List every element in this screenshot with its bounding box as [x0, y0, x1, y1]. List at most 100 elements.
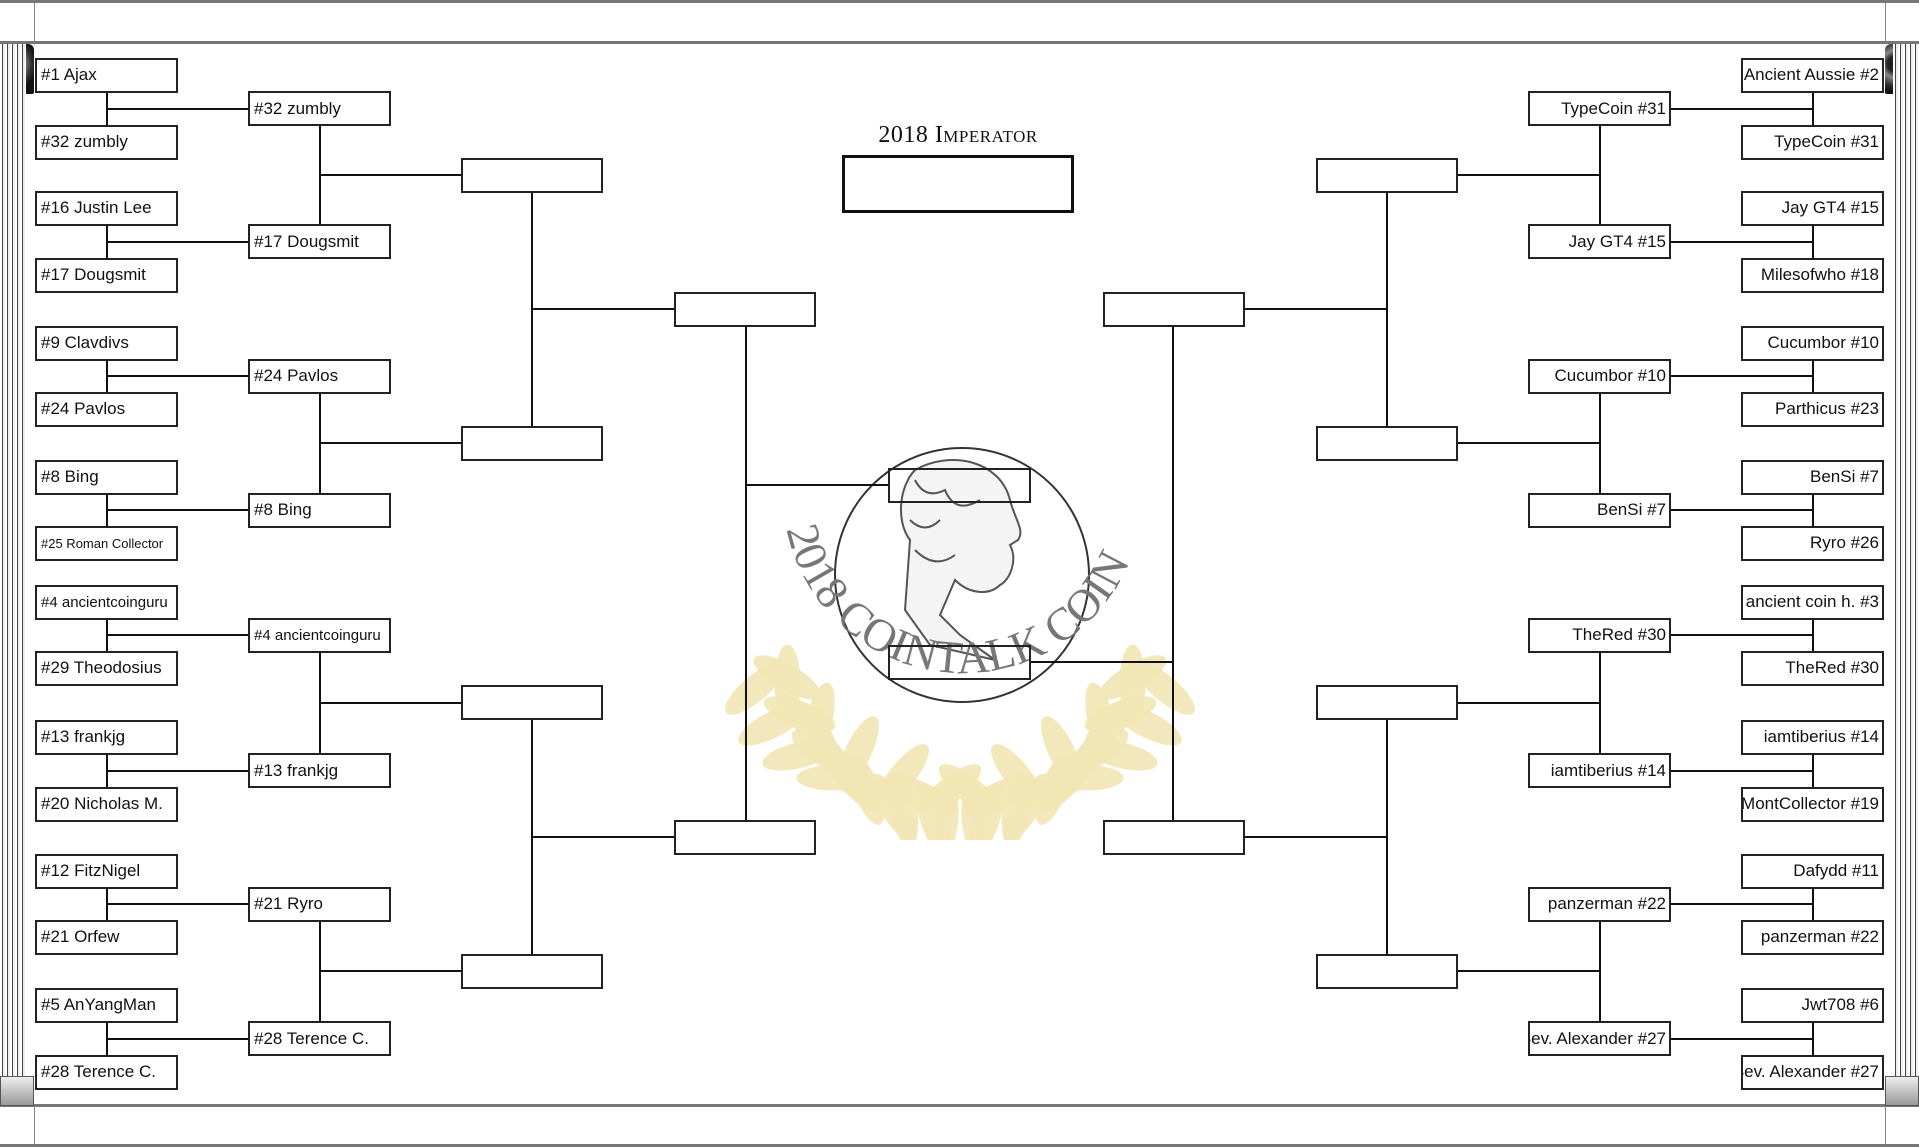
right-round3-slot[interactable] — [1316, 425, 1458, 461]
bracket-horizontal-connector — [107, 107, 248, 110]
right-round1-slot[interactable]: ancient coin h. #3 — [1741, 584, 1884, 620]
right-round2-slot[interactable]: TypeCoin #31 — [1528, 91, 1671, 126]
left-round1-slot[interactable]: #29 Theodosius — [35, 650, 178, 686]
left-round3-slot[interactable] — [461, 685, 603, 721]
right-round2-slot[interactable]: Cucumbor #10 — [1528, 358, 1671, 394]
right-round1-slot[interactable]: iamtiberius #14 — [1741, 719, 1884, 755]
left-column — [0, 44, 26, 1104]
right-round3-slot[interactable] — [1316, 685, 1458, 721]
right-round2-slot[interactable]: BenSi #7 — [1528, 492, 1671, 528]
left-round2-slot[interactable]: #4 ancientcoinguru — [248, 617, 391, 653]
left-round1-slot[interactable]: #16 Justin Lee — [35, 190, 178, 226]
bracket-vertical-connector — [1812, 888, 1814, 920]
right-round1-slot[interactable]: panzerman #22 — [1741, 919, 1884, 955]
right-round1-slot[interactable]: BenSi #7 — [1741, 459, 1884, 495]
right-column-base — [1885, 1076, 1919, 1106]
left-round2-slot[interactable]: #8 Bing — [248, 492, 391, 528]
left-semifinal-connector — [745, 326, 747, 820]
left-round2-slot[interactable]: #32 zumbly — [248, 91, 391, 126]
right-round2-slot[interactable]: TheRed #30 — [1528, 617, 1671, 653]
right-round1-slot[interactable]: Cucumbor #10 — [1741, 325, 1884, 361]
left-round2-slot[interactable]: #28 Terence C. — [248, 1021, 391, 1056]
laurel-leaf — [774, 644, 801, 721]
right-round1-slot[interactable]: TypeCoin #31 — [1741, 124, 1884, 160]
left-round1-slot[interactable]: #8 Bing — [35, 459, 178, 495]
left-round2-slot[interactable]: #24 Pavlos — [248, 358, 391, 394]
left-round1-slot[interactable]: #20 Nicholas M. — [35, 786, 178, 822]
bracket-horizontal-connector — [1671, 769, 1813, 772]
left-round1-slot[interactable]: #9 Clavdivs — [35, 325, 178, 361]
right-semifinal-connector — [1031, 661, 1173, 663]
right-round3-slot[interactable] — [1316, 157, 1458, 193]
right-semifinal-connector — [1172, 326, 1174, 820]
laurel-leaf — [963, 775, 1033, 816]
bracket-horizontal-connector — [1458, 970, 1600, 973]
left-round3-slot[interactable] — [461, 157, 603, 193]
left-round1-slot[interactable]: #12 FitzNigel — [35, 853, 178, 889]
left-round1-slot[interactable]: #1 Ajax — [35, 57, 178, 93]
laurel-leaf — [1113, 703, 1182, 746]
right-round1-slot[interactable]: Parthicus #23 — [1741, 391, 1884, 427]
left-round2-slot[interactable]: #13 frankjg — [248, 753, 391, 788]
bracket-horizontal-connector — [1671, 1037, 1813, 1040]
bracket-horizontal-connector — [1458, 174, 1600, 176]
bracket-vertical-connector — [1812, 754, 1814, 787]
right-round2-slot[interactable]: Sev. Alexander #27 — [1528, 1021, 1671, 1056]
left-round1-slot[interactable]: #13 frankjg — [35, 719, 178, 755]
right-round1-slot[interactable]: Sev. Alexander #27 — [1741, 1054, 1884, 1090]
bracket-horizontal-connector — [1671, 509, 1813, 511]
coin-outline — [834, 447, 1090, 703]
left-round3-slot[interactable] — [461, 425, 603, 461]
laurel-leaf — [1134, 662, 1196, 715]
left-round1-slot[interactable]: #21 Orfew — [35, 919, 178, 955]
bottom-base — [0, 1104, 1919, 1147]
bracket-vertical-connector — [1599, 393, 1601, 493]
laurel-leaf — [877, 744, 929, 806]
left-round1-slot[interactable]: #17 Dougsmit — [35, 257, 178, 293]
left-round2-slot[interactable]: #21 Ryro — [248, 886, 391, 922]
right-round1-slot[interactable]: Dafydd #11 — [1741, 853, 1884, 889]
bracket-horizontal-connector — [1671, 903, 1813, 905]
bracket-horizontal-connector — [107, 769, 248, 772]
champion-box[interactable] — [842, 155, 1074, 213]
right-round3-slot[interactable] — [1316, 953, 1458, 989]
right-round1-slot[interactable]: Jay GT4 #15 — [1741, 190, 1884, 226]
left-round3-slot[interactable] — [461, 953, 603, 989]
left-round1-slot[interactable]: #4 ancientcoinguru — [35, 584, 178, 620]
left-round4-slot[interactable] — [674, 819, 816, 855]
left-round1-slot[interactable]: #5 AnYangMan — [35, 987, 178, 1023]
bracket-horizontal-connector — [1671, 107, 1813, 110]
right-round4-slot[interactable] — [1103, 819, 1245, 855]
right-round1-slot[interactable]: Milesofwho #18 — [1741, 257, 1884, 293]
right-round4-slot[interactable] — [1103, 291, 1245, 327]
semifinal-slot-top[interactable] — [888, 467, 1031, 503]
right-round1-slot[interactable]: Ancient Aussie #2 — [1741, 57, 1884, 93]
bracket-horizontal-connector — [107, 634, 248, 636]
bracket-horizontal-connector — [320, 970, 461, 973]
bracket-horizontal-connector — [1458, 701, 1600, 704]
left-round1-slot[interactable]: #25 Roman Collector — [35, 525, 178, 561]
left-round1-slot[interactable]: #28 Terence C. — [35, 1054, 178, 1090]
left-round1-slot[interactable]: #32 zumbly — [35, 124, 178, 160]
left-round4-slot[interactable] — [674, 291, 816, 327]
bracket-horizontal-connector — [1245, 308, 1387, 310]
right-round1-slot[interactable]: Ryro #26 — [1741, 525, 1884, 561]
right-round1-slot[interactable]: TheRed #30 — [1741, 650, 1884, 686]
laurel-leaf — [1083, 739, 1158, 771]
bracket-vertical-connector — [1812, 619, 1814, 651]
right-round2-slot[interactable]: panzerman #22 — [1528, 886, 1671, 922]
right-round1-slot[interactable]: MontCollector #19 — [1741, 786, 1884, 822]
bracket-horizontal-connector — [1671, 240, 1813, 243]
right-round2-slot[interactable]: Jay GT4 #15 — [1528, 224, 1671, 259]
left-round2-slot[interactable]: #17 Dougsmit — [248, 224, 391, 259]
right-round2-slot[interactable]: iamtiberius #14 — [1528, 753, 1671, 788]
bracket-vertical-connector — [1812, 92, 1814, 125]
bracket-horizontal-connector — [532, 308, 674, 310]
right-column — [1893, 44, 1919, 1104]
bracket-horizontal-connector — [1671, 375, 1813, 377]
bracket-vertical-connector — [1599, 652, 1601, 753]
left-round1-slot[interactable]: #24 Pavlos — [35, 391, 178, 427]
right-round1-slot[interactable]: Jwt708 #6 — [1741, 987, 1884, 1023]
semifinal-slot-bottom[interactable] — [888, 644, 1031, 680]
